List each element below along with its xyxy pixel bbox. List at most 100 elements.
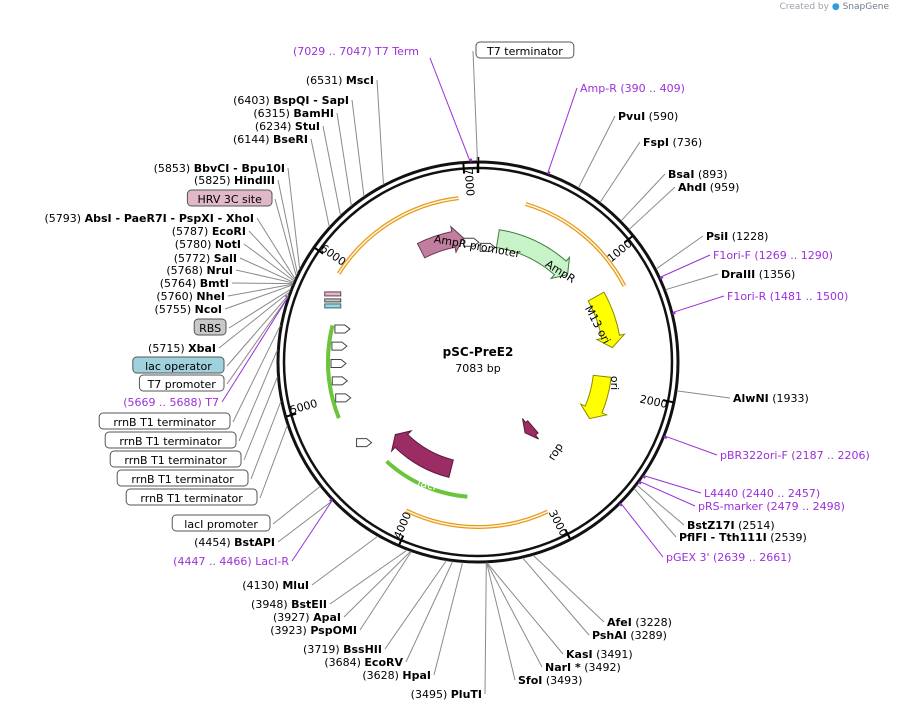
label-leader-line [660,254,711,278]
orf-arc-ampr-inner [525,203,626,287]
left-label: (3927) ApaI [273,611,341,624]
site-label: (4454) BstAPI [194,536,275,549]
left-label: (5755) NcoI [155,303,222,316]
site-label: F1ori-R (1481 .. 1500) [727,290,848,303]
label-leader-line [287,167,301,270]
feature-box [138,374,225,392]
right-label: pBR322ori-F (2187 .. 2206) [720,449,870,462]
enzyme-name: SfoI [518,674,542,687]
label-leader-line [376,79,384,185]
site-position: (1356) [755,268,795,281]
label-leader-line [633,488,677,538]
site-label: (6234) StuI [255,120,320,133]
label-leader-line [250,401,282,480]
label-leader-line [248,230,295,281]
enzyme-name: HpaI [402,669,431,682]
site-label: pGEX 3' (2639 .. 2661) [666,551,792,564]
feature-label-ori: ori [608,376,621,390]
site-label: (3719) BssHII [303,643,382,656]
left-label: (3948) BstEII [251,598,327,611]
site-position: (736) [669,136,702,149]
label-leader-line [231,282,293,285]
orf-arc-laci-inner [405,509,549,528]
site-position: (2514) [735,519,775,532]
enzyme-name: BstZ17I [687,519,735,532]
left-label: (5715) XbaI [148,342,216,355]
promoter-terminator-marker [331,376,349,386]
label-leader-line [578,115,616,189]
site-position: (3495) [411,688,451,701]
enzyme-name: NarI * [545,661,581,674]
left-label: (6315) BamHI [253,107,334,120]
feature-box-label: rrnB T1 terminator [119,435,222,448]
site-position: (3493) [542,674,582,687]
site-position: (5760) [156,290,196,303]
feature-box [109,450,242,468]
enzyme-name: PluTI [451,688,482,701]
site-position: (959) [706,181,739,194]
primer-name: F1ori-F [713,249,751,262]
site-position: (5669 .. 5688) [123,396,205,409]
enzyme-name: MscI [346,74,374,87]
label-leader-line [272,486,321,525]
feature-box-label: lac operator [145,360,212,373]
enzyme-name: AfeI [607,616,632,629]
right-label: F1ori-R (1481 .. 1500) [727,290,848,303]
site-label: (6144) BseRI [233,133,308,146]
site-label: (5764) BmtI [160,277,229,290]
site-position: (2440 .. 2457) [738,487,820,500]
enzyme-name: PvuI [618,110,645,123]
site-label: (3495) PluTI [411,688,482,701]
site-label: (3628) HpaI [362,669,431,682]
site-position: (590) [645,110,678,123]
label-leader-line [384,560,447,650]
site-label: BstZ17I (2514) [687,519,775,532]
enzyme-name: BsaI [668,168,694,181]
site-label: (5780) NotI [175,238,241,251]
site-label: (5772) SalI [174,252,237,265]
site-label: (5669 .. 5688) T7 [123,396,219,409]
label-leader-line [311,535,379,586]
site-position: (390 .. 409) [617,82,685,95]
tick-label-2000: 2000 [639,393,669,411]
right-label: BsaI (893) [668,168,728,181]
site-position: (5755) [155,303,195,316]
label-leader-line [243,243,295,282]
label-leader-line [329,549,408,605]
right-label: PflFI - Tth111I (2539) [679,531,807,544]
site-label: Amp-R (390 .. 409) [580,82,685,95]
feature-rop [522,418,539,440]
site-label: (5793) AbsI - PaeR7I - PspXI - XhoI [45,212,254,225]
left-label: RBS [193,318,227,336]
site-position: (3492) [581,661,621,674]
feature-box [475,41,575,59]
site-label: AhdI (959) [678,181,739,194]
left-label: rrnB T1 terminator [98,412,231,430]
label-leader-line [291,500,333,562]
feature-box [186,189,273,207]
enzyme-name: PshAI [592,629,627,642]
site-label: (5768) NruI [166,264,233,277]
site-label: FspI (736) [643,136,702,149]
left-label: rrnB T1 terminator [116,469,249,487]
plasmid-name: pSC-PreE2 [443,345,514,359]
label-leader-line [620,173,666,222]
primer-label: (7029 .. 7047) T7 Term [293,45,419,58]
site-position: (2639 .. 2661) [710,551,792,564]
credit-brand: SnapGene [842,2,889,12]
site-label: (6315) BamHI [253,107,334,120]
promoter-terminator-marker [331,341,348,351]
label-leader-line [277,179,298,274]
site-position: (1933) [769,392,809,405]
site-position: (4454) [194,536,234,549]
tick-mark-7000 [462,163,466,174]
feature-box-label: lacI promoter [184,518,258,531]
enzyme-name: BssHII [343,643,382,656]
left-label: (4454) BstAPI [194,536,275,549]
primer-name: F1ori-R [727,290,767,303]
site-position: (3628) [362,669,402,682]
label-leader-line [274,198,297,277]
tick-mark-2000 [662,399,674,404]
site-position: (5768) [166,264,206,277]
primer-mark [328,498,333,503]
